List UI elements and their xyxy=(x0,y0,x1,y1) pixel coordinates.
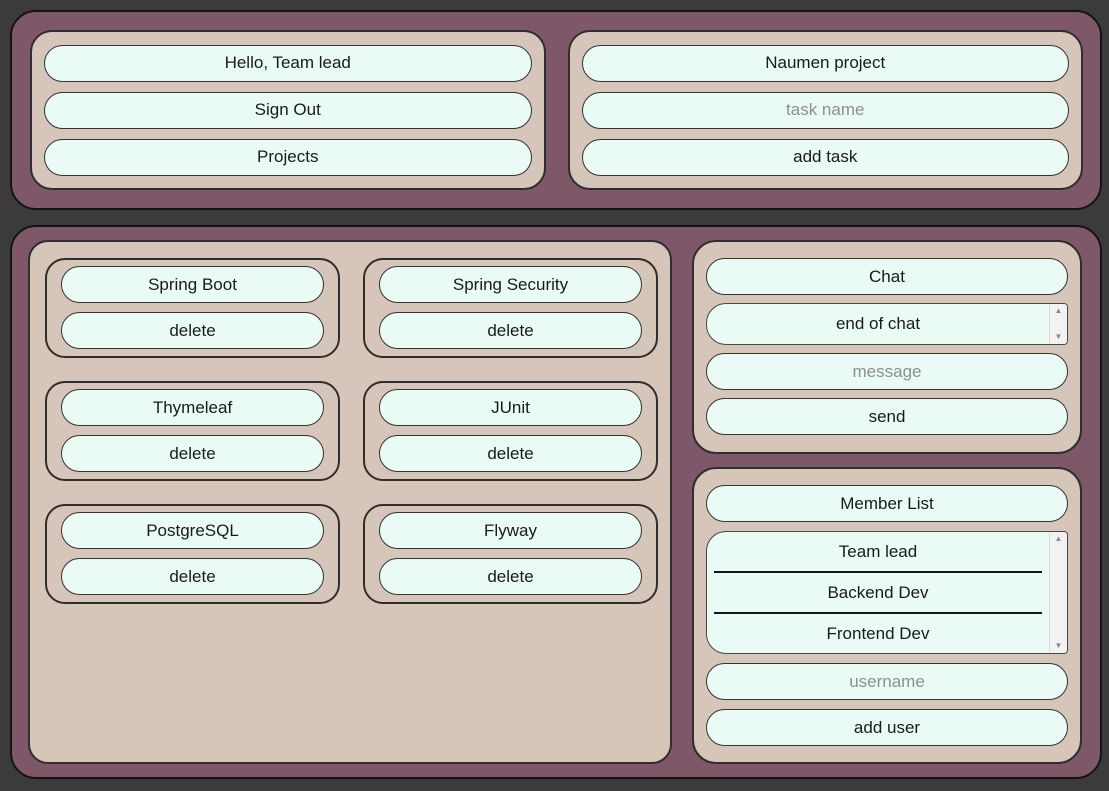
sign-out-button[interactable]: Sign Out xyxy=(44,91,532,129)
chat-log-content: end of chat xyxy=(707,304,1049,344)
project-panel: Naumen project add task xyxy=(567,30,1083,190)
task-name-label: JUnit xyxy=(379,389,642,426)
member-list[interactable]: Team lead Backend Dev Frontend Dev ▲ ▼ xyxy=(706,531,1068,654)
projects-button[interactable]: Projects xyxy=(44,138,532,176)
task-card: Thymeleaf delete xyxy=(45,381,340,481)
add-user-button[interactable]: add user xyxy=(706,709,1068,746)
member-divider xyxy=(714,612,1042,614)
member-divider xyxy=(714,571,1042,573)
scroll-down-icon[interactable]: ▼ xyxy=(1054,641,1063,650)
username-input[interactable] xyxy=(706,663,1068,700)
task-delete-button[interactable]: delete xyxy=(61,435,324,472)
task-card: Spring Security delete xyxy=(363,258,658,358)
task-delete-button[interactable]: delete xyxy=(379,435,642,472)
member-list-scrollbar[interactable]: ▲ ▼ xyxy=(1049,532,1067,653)
chat-log-scrollbar[interactable]: ▲ ▼ xyxy=(1049,304,1067,344)
member-list-item: Team lead xyxy=(838,541,918,561)
task-card: Spring Boot delete xyxy=(45,258,340,358)
chat-log[interactable]: end of chat ▲ ▼ xyxy=(706,303,1068,345)
task-delete-button[interactable]: delete xyxy=(379,312,642,349)
project-title-label: Naumen project xyxy=(581,44,1069,82)
top-bar: Hello, Team lead Sign Out Projects Naume… xyxy=(10,10,1102,210)
scroll-up-icon[interactable]: ▲ xyxy=(1054,306,1063,315)
member-list-content: Team lead Backend Dev Frontend Dev xyxy=(707,532,1049,653)
member-list-item: Backend Dev xyxy=(827,582,929,602)
scroll-up-icon[interactable]: ▲ xyxy=(1054,534,1063,543)
member-list-title-label: Member List xyxy=(706,485,1068,522)
task-delete-button[interactable]: delete xyxy=(61,558,324,595)
task-card: PostgreSQL delete xyxy=(45,504,340,604)
task-card: JUnit delete xyxy=(363,381,658,481)
task-card: Flyway delete xyxy=(363,504,658,604)
task-name-input[interactable] xyxy=(581,91,1069,129)
main-section: Spring Boot delete Spring Security delet… xyxy=(10,225,1102,779)
task-name-label: Spring Security xyxy=(379,266,642,303)
task-delete-button[interactable]: delete xyxy=(61,312,324,349)
send-button[interactable]: send xyxy=(706,398,1068,435)
member-panel: Member List Team lead Backend Dev Fronte… xyxy=(692,467,1082,764)
greeting-label: Hello, Team lead xyxy=(44,44,532,82)
task-name-label: Spring Boot xyxy=(61,266,324,303)
task-delete-button[interactable]: delete xyxy=(379,558,642,595)
chat-title-label: Chat xyxy=(706,258,1068,295)
task-name-label: Thymeleaf xyxy=(61,389,324,426)
tasks-board: Spring Boot delete Spring Security delet… xyxy=(28,240,672,764)
chat-panel: Chat end of chat ▲ ▼ send xyxy=(692,240,1082,454)
member-list-item: Frontend Dev xyxy=(826,623,930,643)
task-name-label: Flyway xyxy=(379,512,642,549)
user-panel: Hello, Team lead Sign Out Projects xyxy=(30,30,546,190)
add-task-button[interactable]: add task xyxy=(581,138,1069,176)
scroll-down-icon[interactable]: ▼ xyxy=(1054,332,1063,341)
right-column: Chat end of chat ▲ ▼ send Member List xyxy=(692,240,1082,764)
end-of-chat-marker: end of chat xyxy=(835,314,921,333)
message-input[interactable] xyxy=(706,353,1068,390)
task-name-label: PostgreSQL xyxy=(61,512,324,549)
